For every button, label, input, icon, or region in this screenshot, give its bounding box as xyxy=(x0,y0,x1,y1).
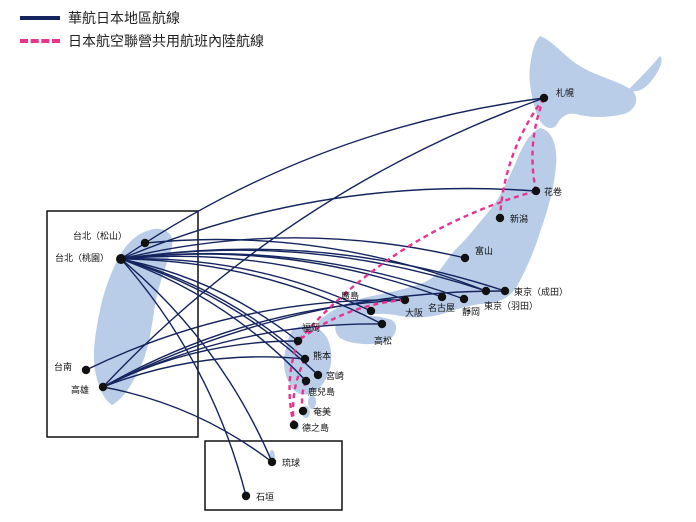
city-label-kagoshima: 鹿兒島 xyxy=(308,386,335,398)
city-label-amami: 奄美 xyxy=(313,406,331,418)
taiwan-island xyxy=(93,228,173,405)
route-tpe_songshan-haneda xyxy=(144,238,487,292)
map-landmass xyxy=(93,36,662,497)
legend-dashed-swatch xyxy=(20,39,60,43)
city-label-osaka: 大阪 xyxy=(405,307,423,319)
route-tpe_taoyuan-kumamoto xyxy=(120,258,306,360)
route-kaohsiung-osaka xyxy=(102,299,406,388)
city-dot-shizuoka xyxy=(459,294,469,304)
route-kaohsiung-takamatsu xyxy=(102,323,383,388)
city-label-tpe_songshan: 台北（松山） xyxy=(73,230,127,242)
route-lines xyxy=(85,97,545,497)
city-label-haneda: 東京（羽田） xyxy=(484,300,538,312)
city-dot-miyazaki xyxy=(313,370,323,380)
city-label-okinawa: 琉球 xyxy=(282,457,300,469)
honshu-island xyxy=(318,128,557,327)
city-dot-osaka xyxy=(400,295,410,305)
legend-label: 華航日本地區航線 xyxy=(68,11,180,27)
codeshare-hanamaki-fukuoka xyxy=(297,189,537,342)
codeshare-fukuoka-tokunoshima xyxy=(288,340,300,426)
city-dot-okinawa xyxy=(267,457,277,467)
route-tpe_taoyuan-okinawa xyxy=(120,258,273,463)
route-kaohsiung-okinawa xyxy=(102,386,273,463)
city-dot-hiroshima xyxy=(366,306,376,316)
route-tpe_taoyuan-takamatsu xyxy=(120,258,383,325)
city-label-fukuoka: 福岡 xyxy=(302,322,320,334)
city-dot-fukuoka xyxy=(293,336,303,346)
route-tpe_taoyuan-hanamaki xyxy=(120,187,537,260)
city-label-toyama: 富山 xyxy=(475,245,493,257)
city-label-tpe_taoyuan: 台北（桃園） xyxy=(55,252,109,264)
okinawa-box xyxy=(204,440,343,511)
city-dot-haneda xyxy=(481,286,491,296)
city-label-niigata: 新潟 xyxy=(510,213,528,225)
city-label-miyazaki: 宮崎 xyxy=(326,370,344,382)
city-dot-hanamaki xyxy=(531,186,541,196)
city-label-kaohsiung: 高雄 xyxy=(71,384,89,396)
city-dot-tpe_songshan xyxy=(140,238,150,248)
hokkaido-tip xyxy=(628,56,662,92)
city-dot-tainan xyxy=(81,365,91,375)
city-label-ishigaki: 石垣 xyxy=(256,492,274,503)
city-dot-niigata xyxy=(495,213,505,223)
city-dot-ishigaki xyxy=(241,491,251,501)
legend-solid-swatch xyxy=(20,16,60,20)
route-tpe_taoyuan-miyazaki xyxy=(120,258,319,376)
city-label-narita: 東京（成田） xyxy=(514,286,568,298)
legend-label: 日本航空聯營共用航班內陸航線 xyxy=(68,34,264,50)
route-kaohsiung-narita xyxy=(102,290,506,388)
city-dot-nagoya xyxy=(437,292,447,302)
codeshare-sapporo-niigata xyxy=(498,97,545,219)
city-dot-kaohsiung xyxy=(98,382,108,392)
hokkaido-island xyxy=(529,36,637,129)
route-kaohsiung-sapporo xyxy=(102,97,545,388)
city-dot-sapporo xyxy=(539,93,549,103)
city-dot-narita xyxy=(500,286,510,296)
route-tpe_taoyuan-ishigaki xyxy=(120,258,247,497)
route-tpe_taoyuan-hiroshima xyxy=(120,258,372,312)
city-dot-kumamoto xyxy=(300,354,310,364)
city-label-nagoya: 名古屋 xyxy=(428,302,455,314)
city-label-takamatsu: 高松 xyxy=(374,335,392,347)
city-dot-takamatsu xyxy=(377,319,387,329)
city-dot-amami xyxy=(298,406,308,416)
route-tainan-osaka xyxy=(85,299,406,371)
city-label-sapporo: 札幌 xyxy=(556,87,574,99)
city-label-kumamoto: 熊本 xyxy=(313,350,331,362)
route-kaohsiung-kumamoto xyxy=(102,356,306,388)
route-tpe_taoyuan-osaka xyxy=(120,255,406,301)
route-tpe_taoyuan-kagoshima xyxy=(120,258,307,382)
city-label-shizuoka: 靜岡 xyxy=(462,306,480,318)
codeshare-osaka-fukuoka xyxy=(297,298,406,342)
taiwan-box xyxy=(46,210,199,438)
legend-item-codeshare: 日本航空聯營共用航班內陸航線 xyxy=(20,30,264,52)
city-label-tainan: 台南 xyxy=(54,361,72,373)
route-tpe_taoyuan-nagoya xyxy=(120,253,443,298)
codeshare-sapporo-hanamaki xyxy=(531,97,546,192)
city-dot-tpe_taoyuan xyxy=(116,254,126,264)
route-tpe_taoyuan-toyama xyxy=(120,237,466,260)
route-tpe_taoyuan-sapporo xyxy=(120,97,545,260)
city-label-hanamaki: 花卷 xyxy=(544,186,562,198)
city-dot-toyama xyxy=(460,253,470,263)
city-label-tokunoshima: 德之島 xyxy=(302,422,329,434)
city-dot-tokunoshima xyxy=(289,420,299,430)
route-tpe_taoyuan-haneda xyxy=(120,249,487,292)
legend-item-china-airlines: 華航日本地區航線 xyxy=(20,7,180,29)
city-label-hiroshima: 廣島 xyxy=(341,290,359,302)
route-tpe_taoyuan-fukuoka xyxy=(120,258,299,342)
city-dot-kagoshima xyxy=(301,376,311,386)
tanegashima-island xyxy=(308,395,316,409)
